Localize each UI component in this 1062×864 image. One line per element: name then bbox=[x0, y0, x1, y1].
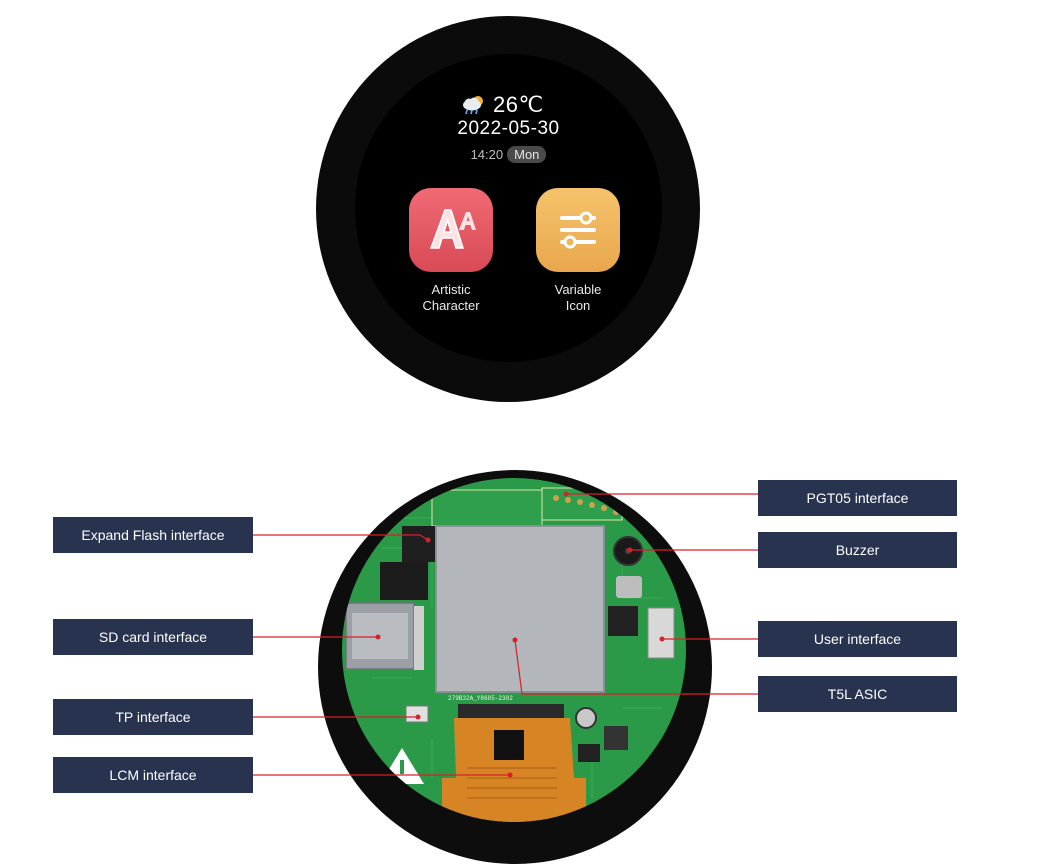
tp-connector bbox=[405, 705, 429, 723]
variable-icon-app[interactable] bbox=[536, 188, 620, 272]
callout-sd-card-interface: SD card interface bbox=[53, 619, 253, 655]
sliders-icon bbox=[560, 211, 596, 249]
artistic-character-app[interactable] bbox=[409, 188, 493, 272]
callout-user-interface: User interface bbox=[758, 621, 957, 657]
callout-pgt05-interface: PGT05 interface bbox=[758, 480, 957, 516]
artistic-character-label: Artistic Character bbox=[422, 282, 480, 313]
board-silkscreen: 279B32A_Y8685-2302 bbox=[448, 695, 513, 702]
weekday-badge: Mon bbox=[507, 146, 547, 163]
callout-t5l-asic: T5L ASIC bbox=[758, 676, 957, 712]
display-screen: 26℃ 2022-05-30 14:20 Mon Artistic Charac… bbox=[355, 54, 662, 362]
time-row: 14:20 Mon bbox=[355, 146, 662, 163]
cloud-sun-rain-icon bbox=[463, 96, 483, 115]
pcb-drawing: 279B32A_Y8685-2302 bbox=[345, 487, 675, 822]
callout-buzzer: Buzzer bbox=[758, 532, 957, 568]
temperature: 26℃ bbox=[493, 92, 544, 117]
artistic-character-icon bbox=[429, 209, 476, 249]
pgt05-header bbox=[541, 487, 623, 521]
leader-lines bbox=[253, 491, 758, 778]
user-interface-connector bbox=[647, 607, 675, 659]
callout-tp-interface: TP interface bbox=[53, 699, 253, 735]
callout-expand-flash-interface: Expand Flash interface bbox=[53, 517, 253, 553]
date: 2022-05-30 bbox=[457, 118, 560, 139]
weather-row: 26℃ bbox=[461, 92, 544, 118]
time: 14:20 bbox=[470, 147, 504, 162]
callout-lcm-interface: LCM interface bbox=[53, 757, 253, 793]
variable-icon-label: Variable Icon bbox=[554, 282, 602, 313]
lcm-flex-cable bbox=[442, 704, 586, 822]
